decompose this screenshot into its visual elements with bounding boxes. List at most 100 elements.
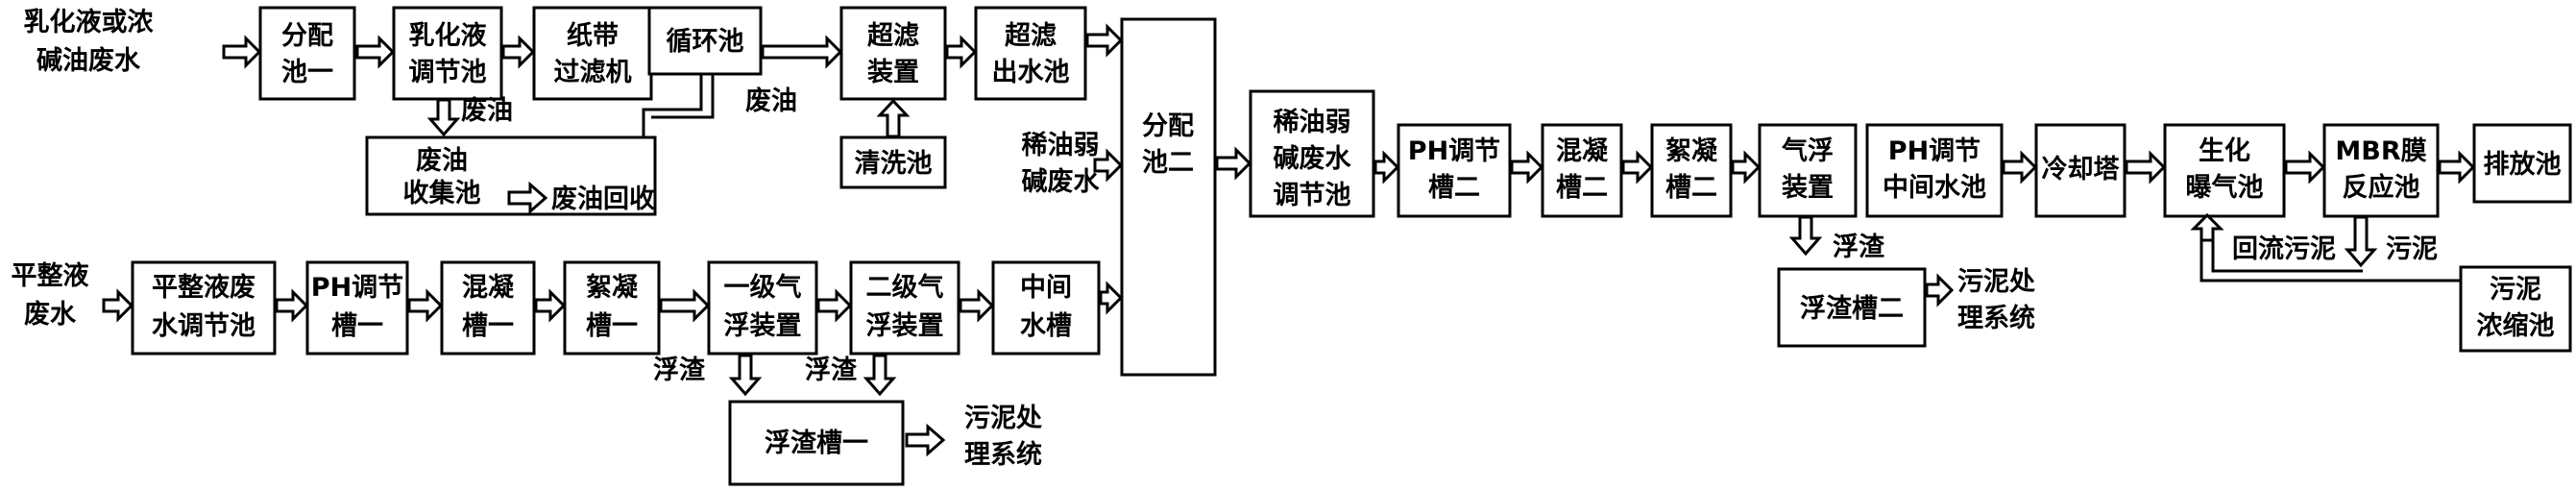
box-mbr: MBR膜 反应池 [2322, 123, 2440, 218]
box-xiyou-line2: 碱废水 [1274, 143, 1352, 174]
arrow-zhongjian-fenpei2 [1099, 281, 1124, 315]
box-xunhuan-line1: 循环池 [667, 27, 744, 57]
box-ruhua-line1: 乳化液 [409, 21, 487, 51]
box-ph2-line2: 槽二 [1428, 173, 1480, 203]
box-lengque-line1: 冷却塔 [2042, 155, 2121, 184]
box-fuzha1: 浮渣槽一 [728, 400, 905, 486]
box-qifu-line2: 装置 [1782, 173, 1834, 203]
box-ph1: PH调节 槽一 [305, 260, 409, 356]
box-ph1-line1: PH调节 [311, 273, 403, 303]
box-xuning2: 絮凝 槽二 [1650, 123, 1733, 218]
arrow-ph1-hunning1 [407, 288, 444, 323]
box-ruhua: 乳化液 调节池 [392, 6, 503, 101]
box-yiji-line2: 浮装置 [724, 311, 802, 341]
arrow-ruhua-zhidai [501, 35, 536, 69]
connector-return-sludge-loop [2199, 240, 2461, 282]
box-zhongjian-line1: 中间 [1020, 273, 1072, 303]
arrow-phmid-lengque [2002, 150, 2038, 184]
source-dilute-line2: 碱废水 [1022, 166, 1101, 197]
arrow-chaolvout-fenpei2 [1085, 23, 1124, 58]
arrow-chaolv-chaolvout [945, 35, 978, 69]
box-zhidai-line2: 过滤机 [554, 58, 632, 87]
box-erji-line2: 浮装置 [866, 311, 944, 341]
source-emulsion-line1: 乳化液或浓 [24, 8, 155, 37]
box-chaolv-line1: 超滤 [867, 21, 919, 51]
arrow-mbr-paifang [2438, 150, 2476, 184]
connector-return-sludge-loop-inner [2211, 240, 2363, 273]
box-zhidai: 纸带 过滤机 [532, 6, 653, 101]
arrow-qingxi-chaolv [876, 98, 911, 138]
label-sludge-system-1-line1: 污泥处 [964, 404, 1042, 433]
box-fenpei1-line1: 分配 [281, 21, 333, 51]
box-chaolvout-line1: 超滤 [1005, 21, 1057, 51]
arrow-xiyou-ph2 [1373, 150, 1400, 184]
arrow-xunhuan-chaolv [761, 35, 843, 69]
label-sludge-system-2-line2: 理系统 [1957, 303, 2035, 333]
source-planishing-line2: 废水 [24, 299, 77, 330]
box-paifang-line1: 排放池 [2484, 149, 2562, 180]
arrow-hunning2-xuning2 [1621, 150, 1654, 184]
box-feiyouji-line2: 收集池 [403, 178, 481, 209]
arrow-fenpei2-xiyou [1215, 146, 1252, 181]
arrow-hunning1-xuning1 [534, 288, 567, 323]
box-xuning1-line2: 槽一 [586, 311, 638, 341]
arrow-oil-recovery [507, 181, 548, 215]
box-pingzheng-line1: 平整液废 [152, 272, 255, 303]
box-zhidai-line1: 纸带 [567, 20, 619, 51]
arrow-xuning2-qifu [1731, 150, 1762, 184]
box-xiyou: 稀油弱 碱废水 调节池 [1249, 89, 1375, 218]
box-lengque: 冷却塔 [2034, 123, 2126, 218]
box-xuning2-line1: 絮凝 [1665, 135, 1718, 166]
arrow-erji-scum-down [863, 354, 897, 397]
box-hunning1-line1: 混凝 [462, 273, 515, 303]
arrow-mbr-sludge-down [2344, 215, 2378, 268]
label-waste-oil-a: 废油 [461, 95, 513, 126]
box-phmid: PH调节 中间水池 [1865, 123, 2004, 218]
box-ph1-line2: 槽一 [331, 311, 383, 341]
label-scum-stage1: 浮渣 [653, 356, 706, 385]
box-xuning1-line1: 絮凝 [586, 272, 639, 303]
box-ruhua-line2: 调节池 [409, 58, 487, 87]
arrow-src3-pingzheng [102, 288, 134, 323]
arrow-xuning1-yiji [659, 288, 711, 323]
box-hunning1: 混凝 槽一 [440, 260, 536, 356]
arrow-erji-zhongjian [959, 288, 995, 323]
box-yiji: 一级气 浮装置 [707, 260, 818, 356]
connector-recycle-to-oil [642, 74, 703, 137]
box-chaolvout-line2: 出水池 [992, 58, 1070, 87]
box-wunong-line2: 浓缩池 [2477, 310, 2555, 341]
source-planishing-line1: 平整液 [12, 261, 89, 291]
box-ph2-line1: PH调节 [1408, 136, 1500, 166]
box-shenghua-line2: 曝气池 [2186, 173, 2264, 203]
label-return-sludge: 回流污泥 [2232, 234, 2336, 264]
arrow-ph2-hunning2 [1510, 150, 1544, 184]
box-fuzha1-line1: 浮渣槽一 [765, 429, 868, 458]
arrow-lengque-shenghua [2125, 150, 2167, 184]
box-chaolv-line2: 装置 [867, 58, 919, 87]
box-shenghua-line1: 生化 [2199, 136, 2250, 166]
arrow-src1-fenpei1 [222, 35, 262, 69]
box-wunong: 污泥 浓缩池 [2459, 265, 2572, 353]
box-chaolvout: 超滤 出水池 [974, 6, 1087, 101]
box-fenpei2-line2: 池二 [1142, 148, 1194, 178]
box-qifu: 气浮 装置 [1758, 123, 1858, 218]
box-paifang: 排放池 [2472, 123, 2572, 204]
box-hunning2-line2: 槽二 [1556, 173, 1608, 203]
box-yiji-line1: 一级气 [724, 272, 802, 303]
arrow-fuzha2-sludge [1925, 273, 1955, 307]
box-erji-line1: 二级气 [866, 272, 944, 303]
box-fenpei1: 分配 池一 [258, 6, 356, 101]
label-scum-flotation: 浮渣 [1833, 233, 1885, 262]
arrow-src2-fenpei2 [1093, 148, 1124, 183]
box-wunong-line1: 污泥 [2490, 275, 2541, 305]
box-mbr-line2: 反应池 [2343, 172, 2420, 203]
box-hunning2: 混凝 槽二 [1541, 123, 1623, 218]
box-fenpei2: 分配 池二 [1120, 17, 1217, 377]
box-feiyouji-line1: 废油 [416, 145, 468, 176]
box-fenpei1-line2: 池一 [281, 58, 333, 87]
arrow-yiji-scum-down [728, 354, 763, 397]
box-mbr-line1: MBR膜 [2335, 136, 2426, 166]
box-ph2: PH调节 槽二 [1397, 123, 1512, 218]
box-zhongjian: 中间 水槽 [991, 260, 1101, 356]
arrow-qifu-fuzha2 [1788, 215, 1823, 257]
